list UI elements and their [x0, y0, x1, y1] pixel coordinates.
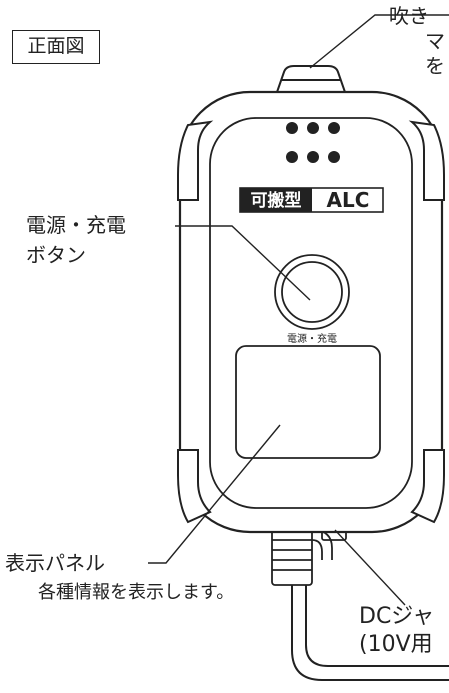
cable [291, 585, 449, 681]
callout-dc-jack-line1: DCジャ [359, 604, 435, 629]
leader-power-button [175, 225, 311, 301]
leader-dc-jack [334, 529, 406, 606]
cable-inner [305, 585, 449, 667]
button-engraving: 電源・充電 [287, 332, 337, 345]
brand-latin: ALC [327, 188, 370, 212]
brand-kanji: 可搬型 [251, 190, 302, 211]
power-charge-button [274, 254, 350, 330]
side-grips [177, 120, 445, 524]
leader-display-panel [148, 424, 281, 564]
leader-mouthpiece [309, 14, 449, 69]
callout-power-button-line1: 電源・充電 [26, 213, 126, 237]
callout-mouthpiece-line2: マ [425, 29, 445, 53]
callout-mouthpiece-line1: 吹き [389, 4, 429, 28]
brand-label: 可搬型 ALC [239, 187, 384, 213]
callout-display-panel-line2: 各種情報を表示します。 [38, 582, 235, 603]
display-panel [235, 345, 381, 459]
callout-power-button-line2: ボタン [26, 243, 86, 267]
mouthpiece [274, 65, 348, 96]
indicator-dots [286, 122, 340, 163]
callout-dc-jack-line2: (10V用 [359, 632, 433, 657]
leader-lines [148, 14, 449, 606]
callout-display-panel-line1: 表示パネル [5, 551, 105, 575]
cable-connector [271, 519, 313, 586]
callout-mouthpiece-line3: を [425, 54, 445, 78]
view-title: 正面図 [12, 30, 100, 64]
